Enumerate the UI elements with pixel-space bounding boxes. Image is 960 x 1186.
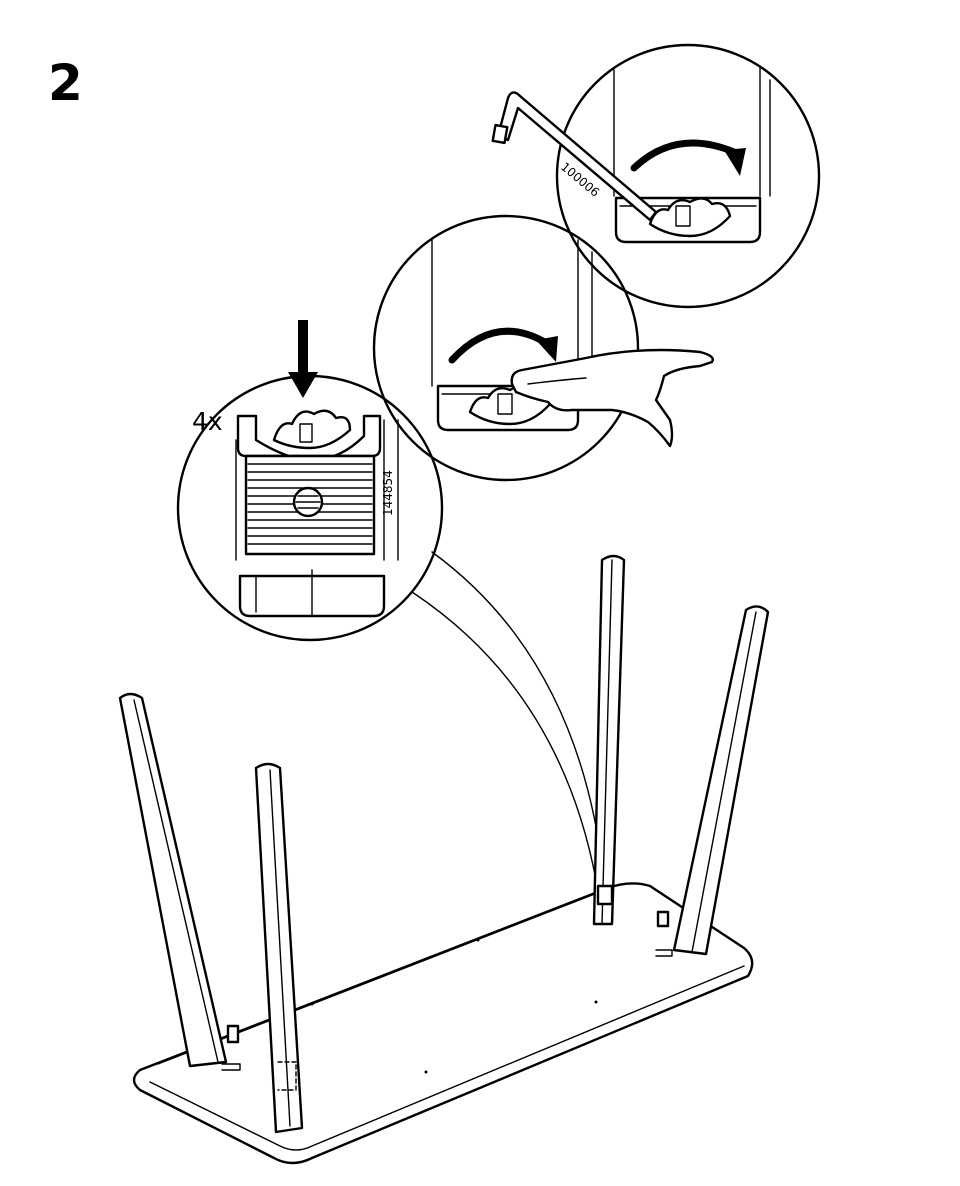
step-number: 2 bbox=[48, 54, 83, 112]
detail-leader-line bbox=[411, 591, 597, 881]
table-leg bbox=[672, 605, 770, 956]
allen-key-detail-circle bbox=[555, 43, 821, 309]
rotate-clockwise-arrow-icon bbox=[448, 327, 552, 364]
allen-key-icon bbox=[491, 91, 658, 222]
rotate-clockwise-arrow-icon bbox=[630, 139, 738, 172]
table-leg bbox=[592, 554, 626, 926]
quantity-label: 4x bbox=[192, 407, 223, 436]
glide-insert-detail: 4x 144854 bbox=[176, 320, 444, 642]
hand-turn-detail-circle bbox=[372, 214, 640, 482]
hand-icon bbox=[510, 348, 714, 448]
table-leg bbox=[254, 762, 304, 1134]
down-arrow-icon bbox=[288, 320, 318, 398]
hand-turn-detail bbox=[372, 214, 714, 482]
table-leg bbox=[118, 692, 228, 1068]
detail-leader-line bbox=[431, 551, 605, 881]
table-icon bbox=[118, 554, 770, 1165]
allen-key-detail: 100006 bbox=[491, 43, 821, 309]
glide-part-number: 144854 bbox=[381, 470, 395, 516]
